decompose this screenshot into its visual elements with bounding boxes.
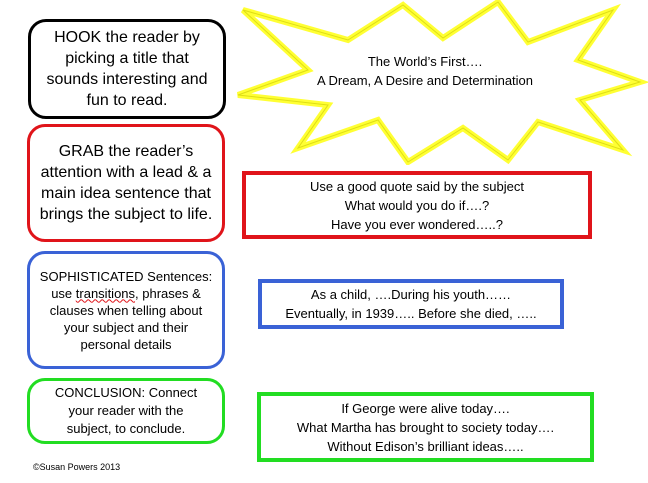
quote-examples-box: Use a good quote said by the subject Wha…: [242, 171, 592, 239]
transitions-word: transitions: [75, 285, 136, 301]
transition-examples-text: As a child, ….During his youth…… Eventua…: [285, 287, 537, 321]
hook-box: HOOK the reader by picking a title that …: [28, 19, 226, 119]
copyright-notice: ©Susan Powers 2013: [33, 462, 121, 472]
starburst-title: The World’s First…. A Dream, A Desire an…: [316, 54, 534, 88]
conclusion-examples-box: If George were alive today…. What Martha…: [257, 392, 594, 462]
grab-text: GRAB the reader’s attention with a lead …: [39, 143, 213, 223]
sophisticated-line2-post: , phrases &: [135, 285, 201, 301]
grab-box: GRAB the reader’s attention with a lead …: [27, 124, 225, 242]
quote-examples-text: Use a good quote said by the subject Wha…: [310, 178, 524, 232]
sophisticated-box: SOPHISTICATED Sentences: use transitions…: [27, 251, 225, 369]
conclusion-box: CONCLUSION: Connect your reader with the…: [27, 378, 225, 444]
sophisticated-text: SOPHISTICATED Sentences: use transitions…: [40, 268, 212, 353]
conclusion-examples-text: If George were alive today…. What Martha…: [296, 400, 555, 454]
starburst-shape: [236, 0, 648, 165]
conclusion-text: CONCLUSION: Connect your reader with the…: [54, 385, 198, 436]
sophisticated-line1: SOPHISTICATED Sentences:: [39, 268, 213, 284]
transition-examples-box: As a child, ….During his youth…… Eventua…: [258, 279, 564, 329]
hook-text: HOOK the reader by picking a title that …: [46, 29, 208, 109]
sophisticated-rest: clauses when telling about your subject …: [49, 302, 203, 352]
sophisticated-line2-pre: use: [51, 285, 76, 301]
